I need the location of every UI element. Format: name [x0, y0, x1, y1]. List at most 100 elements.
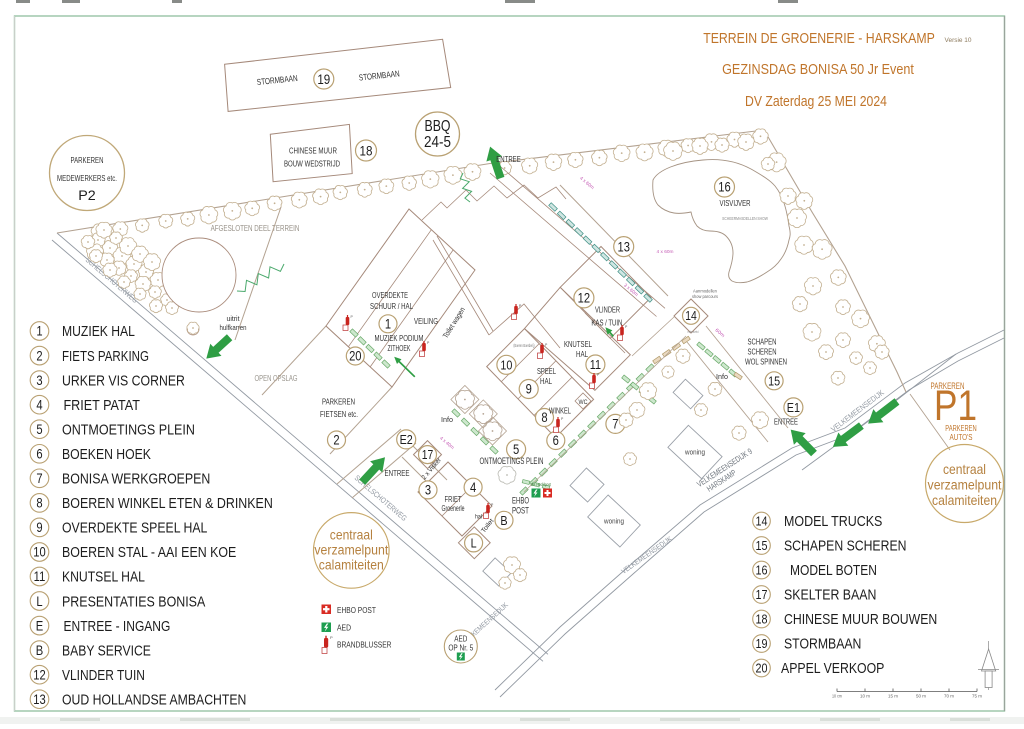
svg-text:24-5: 24-5 [424, 134, 451, 151]
svg-text:SCHEREN: SCHEREN [748, 346, 777, 357]
svg-text:GEZINSDAG BONISA 50 Jr Event: GEZINSDAG BONISA 50 Jr Event [722, 61, 914, 77]
svg-text:WC: WC [579, 400, 589, 407]
svg-text:HAL: HAL [540, 376, 552, 386]
svg-text:entreeveld: entreeveld [688, 329, 699, 334]
svg-text:PRESENTATIES BONISA: PRESENTATIES BONISA [62, 593, 206, 609]
svg-text:BABY SERVICE: BABY SERVICE [62, 642, 151, 658]
svg-text:hulfkarren: hulfkarren [220, 325, 247, 332]
svg-text:ENTREE: ENTREE [385, 469, 410, 478]
svg-text:2: 2 [36, 348, 42, 363]
svg-text:6: 6 [553, 433, 559, 448]
svg-text:PARKEREN: PARKEREN [945, 425, 976, 433]
svg-text:11: 11 [34, 569, 46, 584]
svg-text:BONISA WERKGROEPEN: BONISA WERKGROEPEN [62, 470, 210, 486]
svg-text:4: 4 [36, 397, 42, 412]
svg-text:10: 10 [33, 545, 46, 560]
svg-text:PARKEREN: PARKEREN [322, 397, 355, 407]
svg-text:OPEN OPSLAG: OPEN OPSLAG [255, 374, 298, 383]
svg-text:MEDEWERKERS etc.: MEDEWERKERS etc. [57, 173, 117, 183]
svg-text:12: 12 [33, 667, 46, 682]
svg-text:10 m: 10 m [860, 694, 870, 699]
svg-text:17: 17 [756, 587, 768, 602]
svg-text:70 m: 70 m [944, 694, 954, 699]
svg-text:FRIET PATAT: FRIET PATAT [64, 396, 141, 413]
svg-text:7: 7 [612, 417, 618, 432]
svg-text:CHINESE MUUR: CHINESE MUUR [289, 145, 337, 155]
svg-text:13: 13 [33, 692, 46, 707]
svg-text:OP Nr. 5: OP Nr. 5 [448, 643, 473, 653]
svg-text:17: 17 [422, 449, 434, 462]
svg-text:centraal: centraal [330, 527, 373, 543]
svg-text:P: P [330, 635, 333, 640]
svg-text:PR Hoofdpost: PR Hoofdpost [531, 483, 551, 487]
svg-text:FIETS PARKING: FIETS PARKING [62, 347, 149, 364]
svg-text:ZITHOEK: ZITHOEK [388, 343, 411, 354]
svg-text:16: 16 [756, 563, 768, 578]
svg-text:E2: E2 [400, 432, 414, 447]
svg-text:8: 8 [36, 496, 42, 511]
svg-text:SKELTER BAAN: SKELTER BAAN [784, 587, 876, 603]
svg-text:EHBO: EHBO [512, 495, 529, 506]
svg-text:75 m: 75 m [972, 694, 982, 699]
svg-text:woning: woning [684, 449, 705, 457]
svg-text:POST: POST [512, 505, 529, 515]
svg-text:P: P [597, 373, 600, 377]
svg-text:5: 5 [36, 422, 42, 437]
svg-text:BRANDBLUSSER: BRANDBLUSSER [337, 640, 392, 650]
svg-text:P: P [519, 304, 522, 308]
svg-text:ENTREE - INGANG: ENTREE - INGANG [64, 618, 171, 635]
svg-text:AFGESLOTEN DEEL TERREIN: AFGESLOTEN DEEL TERREIN [211, 223, 300, 233]
svg-text:OUD HOLLANDSE AMBACHTEN: OUD HOLLANDSE AMBACHTEN [62, 691, 246, 707]
svg-text:WINKEL: WINKEL [549, 405, 571, 416]
svg-text:18: 18 [360, 142, 373, 158]
svg-text:BOEKEN HOEK: BOEKEN HOEK [62, 446, 151, 462]
svg-text:AED: AED [454, 634, 467, 644]
svg-text:18: 18 [756, 612, 768, 627]
svg-text:KNUTSEL: KNUTSEL [564, 339, 592, 349]
svg-text:MUZIEK HAL: MUZIEK HAL [62, 323, 135, 339]
svg-text:Versie 10: Versie 10 [945, 37, 972, 44]
svg-text:VLINDER: VLINDER [595, 304, 620, 315]
svg-text:15 m: 15 m [888, 694, 898, 699]
svg-text:HAL: HAL [576, 349, 588, 359]
svg-text:3: 3 [425, 483, 431, 498]
svg-text:SCHAPEN SCHEREN: SCHAPEN SCHEREN [784, 538, 906, 554]
svg-text:L: L [471, 535, 477, 550]
svg-text:P: P [625, 325, 628, 329]
svg-text:B: B [500, 513, 507, 528]
svg-text:AED: AED [337, 623, 351, 633]
svg-text:PARKEREN: PARKEREN [931, 381, 965, 392]
svg-text:P: P [351, 315, 354, 319]
svg-text:verzamelpunt: verzamelpunt [314, 542, 388, 558]
svg-text:7: 7 [36, 471, 42, 486]
svg-text:9: 9 [36, 520, 42, 535]
svg-text:ENTREE: ENTREE [496, 155, 521, 164]
svg-text:(Boeren Boerderij): (Boeren Boerderij) [514, 343, 535, 348]
svg-text:hal: hal [475, 514, 482, 521]
svg-text:P2: P2 [78, 187, 96, 203]
svg-text:STORMBAAN: STORMBAAN [784, 636, 861, 652]
svg-text:60m: 60m [714, 328, 726, 339]
svg-text:BBQ: BBQ [425, 117, 451, 135]
svg-text:calamiteiten: calamiteiten [319, 557, 384, 573]
svg-text:uitrit: uitrit [227, 316, 240, 323]
svg-text:16: 16 [718, 180, 731, 195]
svg-text:SCHUUR / HAL: SCHUUR / HAL [370, 301, 413, 311]
svg-text:15: 15 [756, 538, 768, 553]
svg-text:VISVIJVER: VISVIJVER [720, 198, 751, 208]
svg-text:ONTMOETINGS PLEIN: ONTMOETINGS PLEIN [480, 456, 544, 467]
svg-text:4 x 60m: 4 x 60m [657, 249, 674, 255]
svg-text:Aanmodellen: Aanmodellen [693, 288, 718, 293]
svg-text:10 cm: 10 cm [832, 693, 843, 698]
svg-text:P: P [427, 341, 430, 345]
svg-text:OVERDEKTE: OVERDEKTE [372, 290, 408, 301]
svg-text:WOL SPINNEN: WOL SPINNEN [745, 356, 787, 366]
svg-text:20: 20 [349, 349, 362, 364]
svg-text:BOEREN STAL - AAI EEN KOE: BOEREN STAL - AAI EEN KOE [62, 544, 236, 560]
svg-text:AUTO'S: AUTO'S [950, 432, 973, 442]
svg-text:20: 20 [756, 661, 768, 676]
svg-text:MODEL TRUCKS: MODEL TRUCKS [784, 513, 882, 529]
svg-text:MODEL BOTEN: MODEL BOTEN [790, 562, 877, 579]
svg-text:FIETSEN etc.: FIETSEN etc. [320, 409, 358, 419]
svg-text:woning: woning [603, 518, 624, 526]
